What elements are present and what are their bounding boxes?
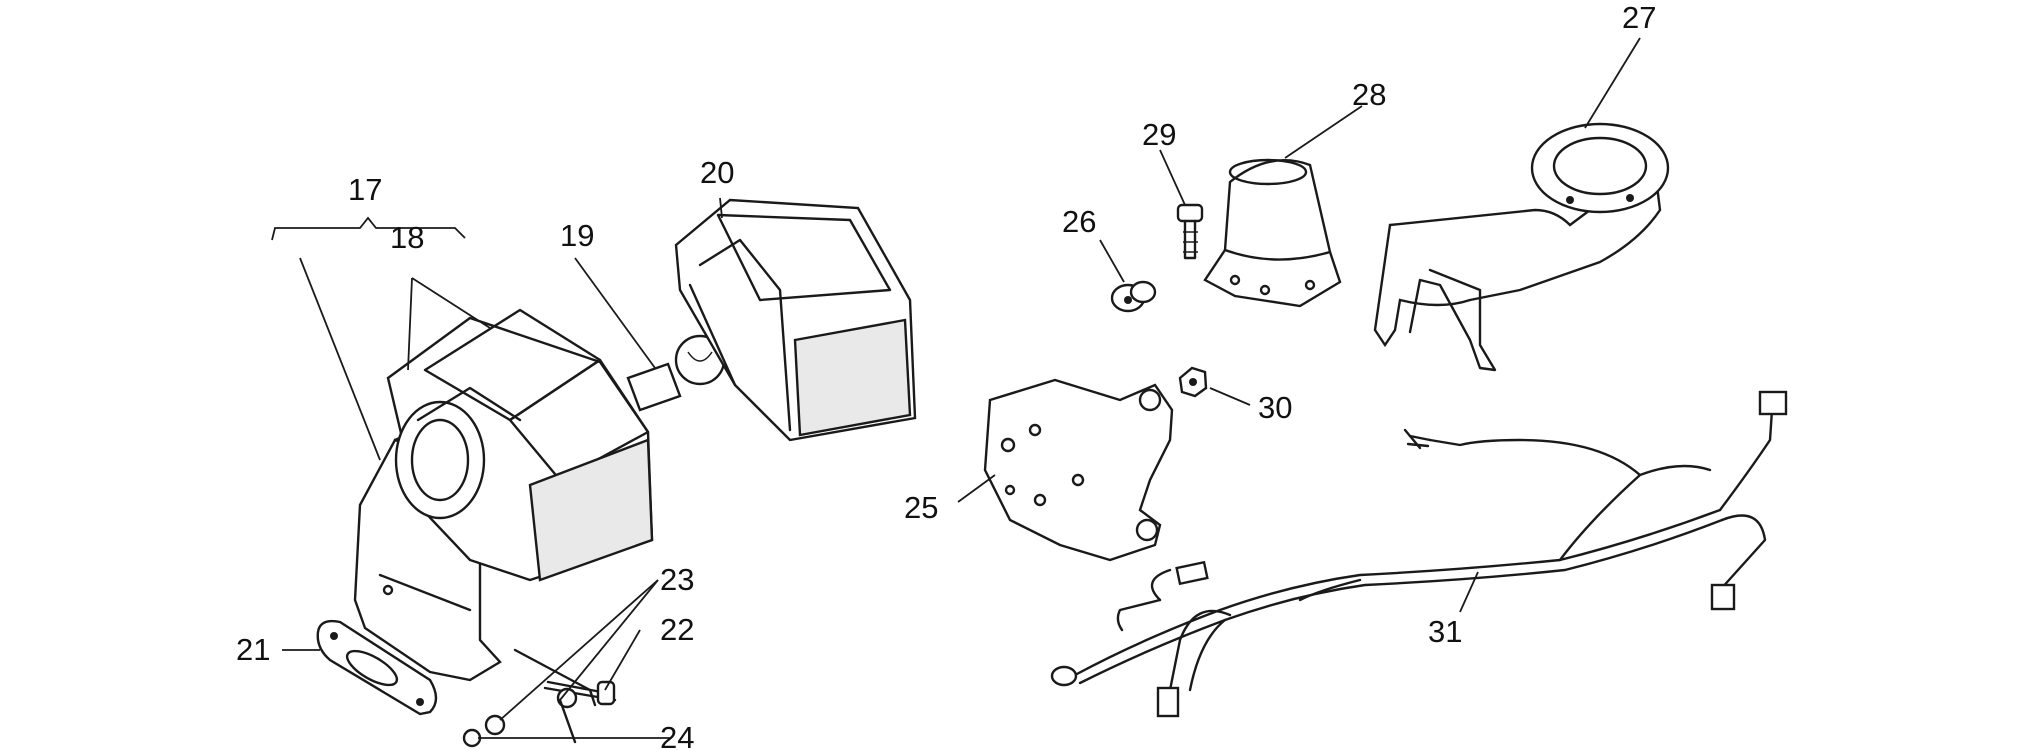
- label-20: 20: [700, 155, 734, 190]
- label-17: 17: [348, 172, 382, 207]
- tail-light-housing: [353, 308, 654, 682]
- wiring-harness: [1050, 390, 1788, 718]
- label-26: 26: [1062, 204, 1096, 239]
- bracket-ring: [1373, 122, 1670, 372]
- label-19: 19: [560, 218, 594, 253]
- gasket-plate: [316, 619, 438, 716]
- leader-lines: [271, 37, 1641, 739]
- label-29: 29: [1142, 117, 1176, 152]
- label-23: 23: [660, 562, 694, 597]
- nut: [1178, 366, 1208, 398]
- label-27: 27: [1622, 0, 1656, 35]
- label-25: 25: [904, 490, 938, 525]
- label-24: 24: [660, 720, 694, 750]
- grommet: [1110, 280, 1157, 313]
- lens-cover: [674, 198, 917, 442]
- label-21: 21: [236, 632, 270, 667]
- screws-and-washers: [462, 648, 617, 748]
- light-cap: [1203, 158, 1342, 308]
- part-labels: 17 18 19 20 21 22 23 24 25 26 27 28 29 3…: [236, 0, 1656, 750]
- label-18: 18: [390, 220, 424, 255]
- mounting-plate: [983, 378, 1174, 562]
- bulb: [626, 334, 726, 412]
- screw: [1176, 203, 1204, 260]
- label-30: 30: [1258, 390, 1292, 425]
- label-28: 28: [1352, 77, 1386, 112]
- label-31: 31: [1428, 614, 1462, 649]
- label-22: 22: [660, 612, 694, 647]
